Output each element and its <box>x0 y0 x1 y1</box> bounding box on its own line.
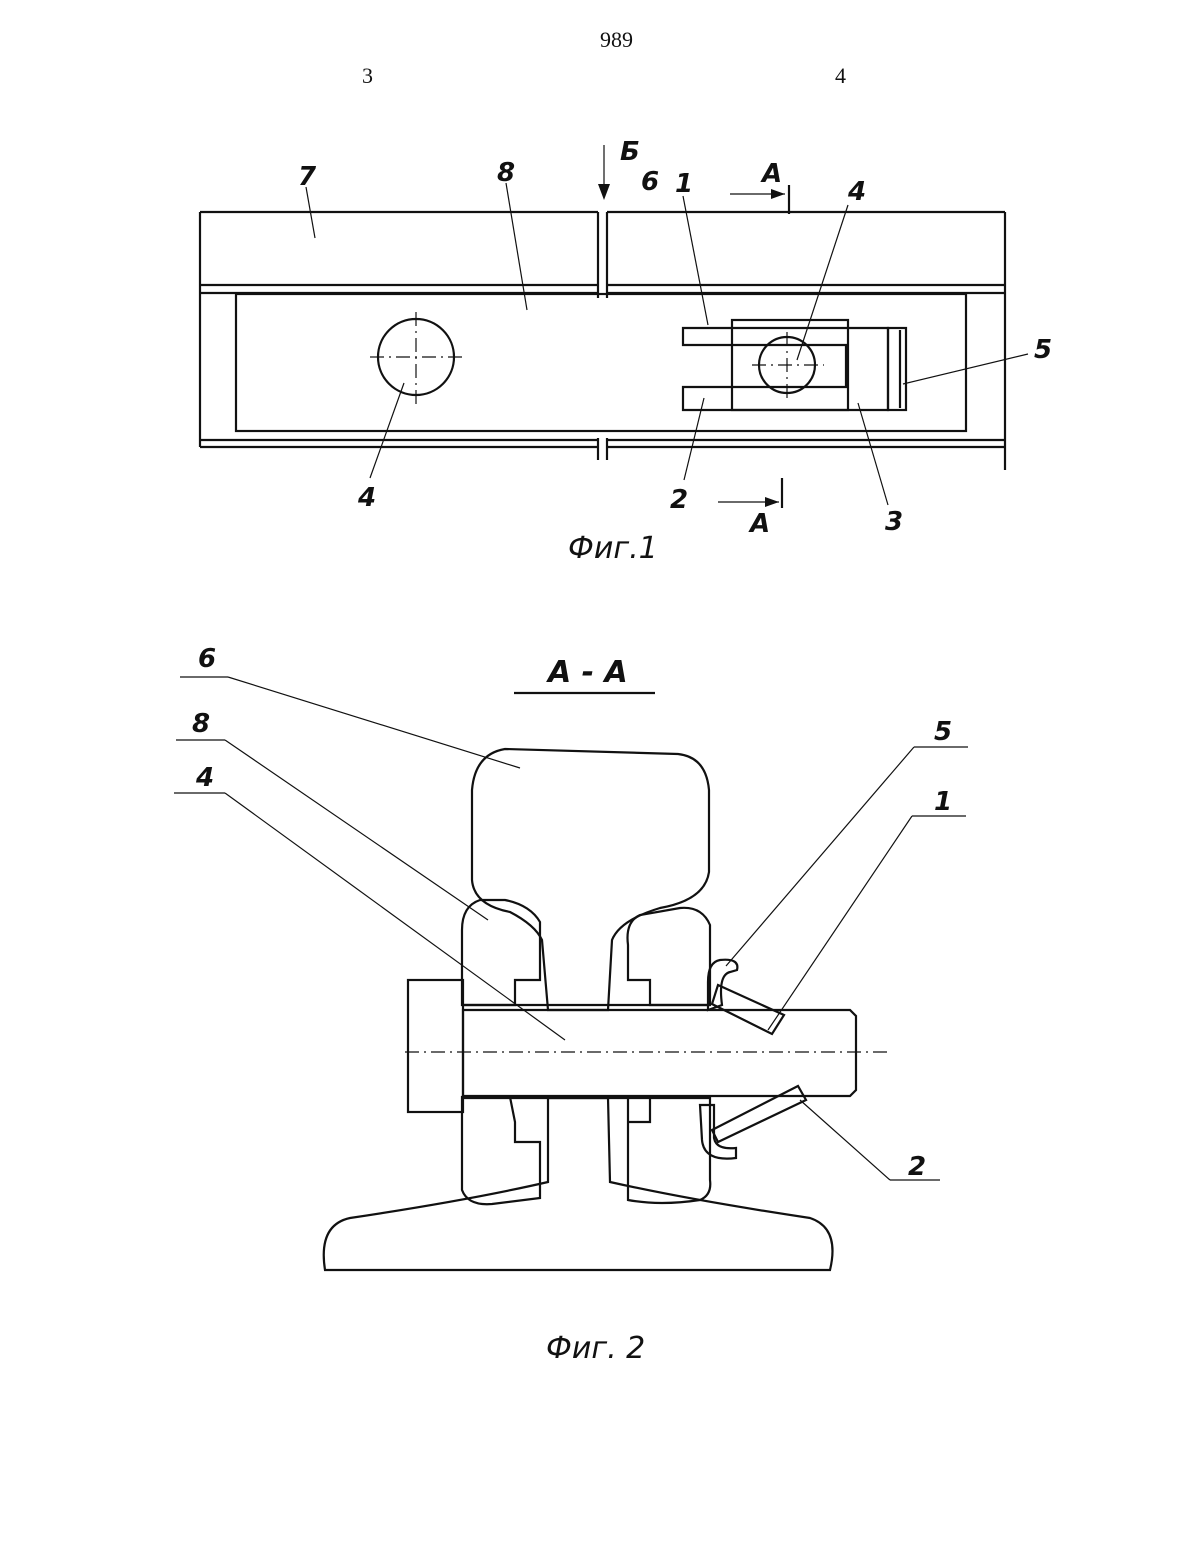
label-B: Б <box>620 137 640 167</box>
label-4-left: 4 <box>357 483 376 513</box>
label-4-right: 4 <box>847 177 866 207</box>
bolt-4-left <box>370 312 464 404</box>
view-arrow-B <box>598 145 610 200</box>
figure-2-caption: Фиг. 2 <box>546 1331 645 1366</box>
label-6: 6 <box>198 644 216 674</box>
label-7: 7 <box>298 162 317 192</box>
clip-assembly <box>683 320 906 410</box>
section-title: А - А <box>546 655 628 690</box>
fishplate-8-left <box>462 900 540 1005</box>
label-3: 3 <box>885 507 903 537</box>
label-8: 8 <box>497 158 515 188</box>
figure-2: А - А <box>174 644 968 1366</box>
label-A-bottom: А <box>748 509 770 539</box>
figure-1-caption: Фиг.1 <box>568 531 658 566</box>
label-2: 2 <box>670 485 688 515</box>
label-5: 5 <box>1034 335 1052 365</box>
bolt-4 <box>405 980 888 1112</box>
label-4: 4 <box>195 763 214 793</box>
label-5: 5 <box>934 717 952 747</box>
clip-2 <box>712 1086 806 1142</box>
label-6: 6 <box>641 167 659 197</box>
fishplate-8-right <box>628 908 711 1005</box>
rail-7 <box>200 212 598 460</box>
label-1: 1 <box>675 169 693 199</box>
label-1: 1 <box>934 787 952 817</box>
label-A-top: А <box>760 159 782 189</box>
figure-1: 7 8 Б 6 1 А 4 5 4 2 А 3 Фиг.1 <box>200 137 1052 566</box>
label-8: 8 <box>192 709 210 739</box>
label-2: 2 <box>908 1152 926 1182</box>
section-marker-bottom <box>718 478 782 508</box>
rail-head-6 <box>472 749 709 1010</box>
section-marker-top <box>730 185 789 214</box>
